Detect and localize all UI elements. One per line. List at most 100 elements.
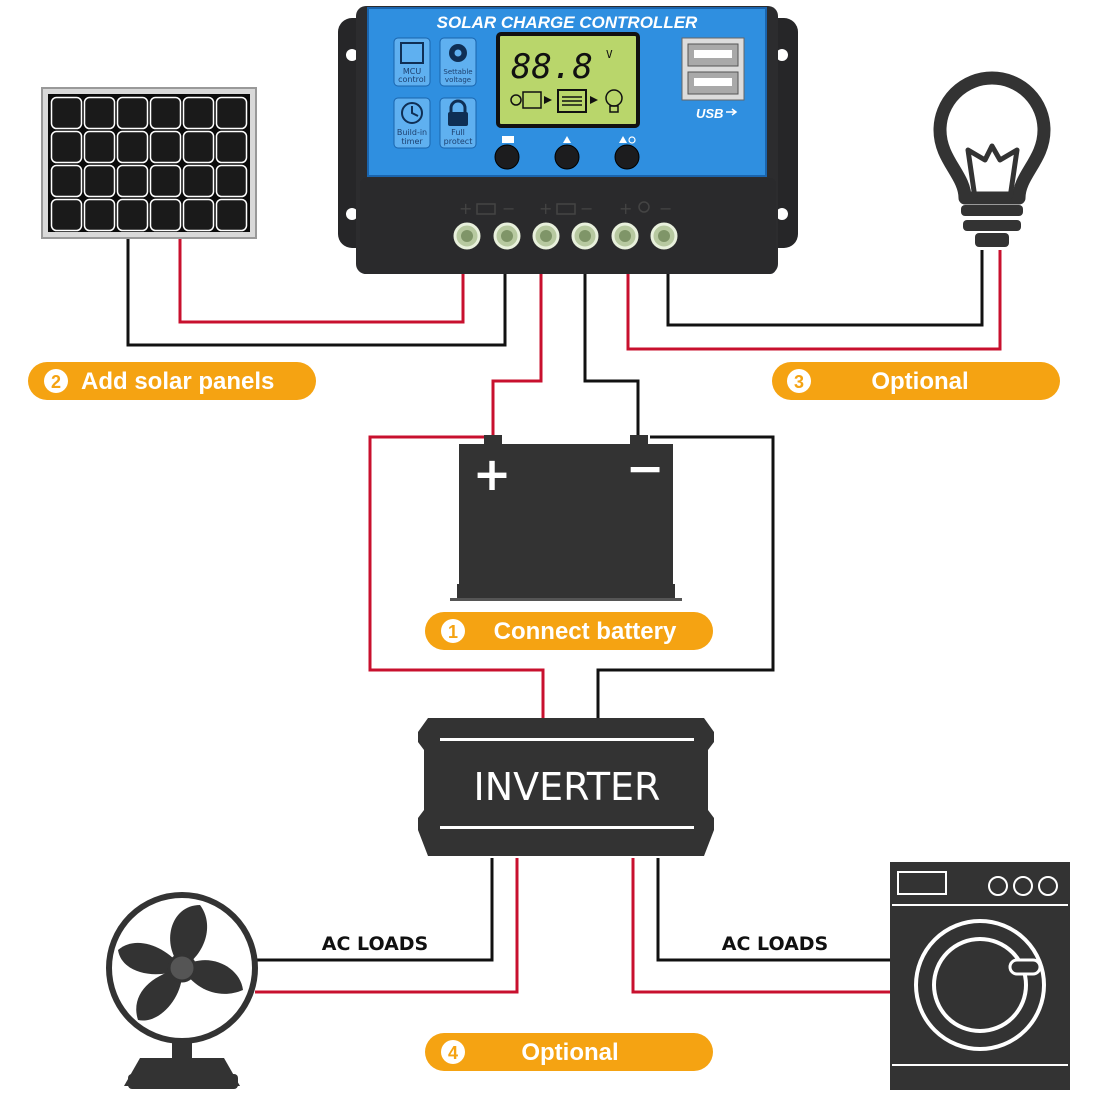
svg-text:−: − [580, 199, 593, 218]
terminal-screw-head [501, 230, 513, 242]
solar-cell [149, 96, 182, 130]
terminal-screw-head [619, 230, 631, 242]
menu-button[interactable] [494, 144, 520, 170]
step-1-number: 1 [448, 622, 458, 642]
menu-icon [502, 136, 514, 143]
step-2-label: Add solar panels [81, 368, 274, 395]
controller-buttons [494, 136, 640, 170]
ac-loads-right-label: AC LOADS [722, 933, 829, 955]
wire-fan-red [255, 858, 519, 994]
solar-cell [116, 198, 149, 232]
terminal-screw-head [540, 230, 552, 242]
usb-ports[interactable]: USB [681, 37, 745, 121]
lcd-voltage-value: 88.8 [511, 47, 593, 87]
usb-icon [726, 108, 738, 116]
solar-cell [50, 96, 83, 130]
chip-icon [400, 42, 424, 64]
solar-cell [50, 130, 83, 164]
feature-mcu: MCU control [393, 37, 431, 87]
battery-icon [556, 203, 576, 215]
step-3-number: 3 [794, 372, 804, 392]
terminal-screw-head [658, 230, 670, 242]
wires [126, 236, 1002, 994]
solar-panel [41, 87, 257, 239]
solar-cell [83, 130, 116, 164]
wire-solar-negative [126, 236, 507, 347]
washing-machine [890, 862, 1070, 1090]
wire-washer-black [656, 858, 893, 962]
solar-cell [182, 96, 215, 130]
solar-cell [149, 130, 182, 164]
arrow-icon [590, 96, 598, 104]
lcd-display: 88.8 V [496, 32, 640, 128]
step-1-label: Connect battery [494, 618, 677, 645]
solar-cell [182, 130, 215, 164]
ac-loads-left-label: AC LOADS [322, 933, 429, 955]
wire-inverter-negative [596, 435, 775, 718]
feature-label: Build-in [397, 128, 427, 137]
solar-cell [116, 130, 149, 164]
feature-label: timer [401, 137, 423, 146]
step-3-pill: 3 Optional [772, 362, 1060, 400]
battery-plus: + [473, 447, 512, 501]
clock-icon [401, 102, 423, 124]
terminal-screws [453, 222, 678, 250]
load-toggle-button[interactable] [614, 144, 640, 170]
svg-text:−: − [659, 199, 672, 218]
washer-door [914, 919, 1046, 1051]
solar-cell [182, 164, 215, 198]
light-bulb [933, 71, 1051, 247]
wire-load-negative [666, 250, 984, 327]
solar-cell [83, 164, 116, 198]
wire-inverter-positive [368, 435, 545, 718]
feature-label: voltage [445, 76, 471, 84]
controller-title: SOLAR CHARGE CONTROLLER [437, 13, 698, 32]
step-1-pill: 1 Connect battery [425, 612, 713, 650]
wire-fan-black [255, 858, 494, 962]
desk-fan [106, 892, 258, 1089]
wire-load-positive [626, 250, 1002, 351]
solar-cell [116, 96, 149, 130]
inverter-label: INVERTER [474, 765, 661, 809]
terminal-labels: +− +− +− [459, 199, 672, 218]
arrow-icon [544, 96, 552, 104]
terminal-block: +− +− +− [360, 178, 776, 274]
wire-battery-negative [583, 272, 640, 438]
lcd-unit: V [606, 48, 613, 61]
feature-label: Settable [443, 68, 472, 76]
feature-timer: Build-in timer [393, 97, 431, 149]
svg-text:−: − [502, 199, 515, 218]
battery-icon [557, 89, 587, 113]
feature-settable-voltage: Settable voltage [439, 37, 477, 87]
sun-icon [510, 94, 522, 106]
step-3-label: Optional [871, 368, 968, 395]
solar-cell [50, 164, 83, 198]
svg-text:+: + [539, 199, 552, 218]
solar-cell [215, 198, 248, 232]
control-knobs [988, 876, 1058, 896]
lock-icon [448, 99, 468, 126]
feature-label: Full [451, 128, 465, 137]
bulb-icon [638, 201, 650, 213]
charge-controller: SOLAR CHARGE CONTROLLER MCU control Sett… [338, 6, 798, 274]
wire-washer-red [631, 858, 893, 994]
gear-icon [449, 44, 467, 62]
usb-label: USB [696, 106, 723, 121]
solar-cell [149, 198, 182, 232]
solar-cell [215, 130, 248, 164]
step-4-label: Optional [521, 1039, 618, 1066]
feature-label: control [398, 75, 426, 84]
solar-cell [116, 164, 149, 198]
solar-cell [182, 198, 215, 232]
svg-text:+: + [619, 199, 632, 218]
wire-solar-positive [178, 236, 465, 324]
panel-icon [476, 203, 496, 215]
lcd-flow-icons [510, 89, 623, 113]
panel-icon [522, 91, 542, 109]
up-button[interactable] [554, 144, 580, 170]
step-2-pill: 2 Add solar panels [28, 362, 316, 400]
up-icon [563, 136, 571, 143]
up-load-icon [619, 136, 627, 143]
terminal-screw-head [579, 230, 591, 242]
